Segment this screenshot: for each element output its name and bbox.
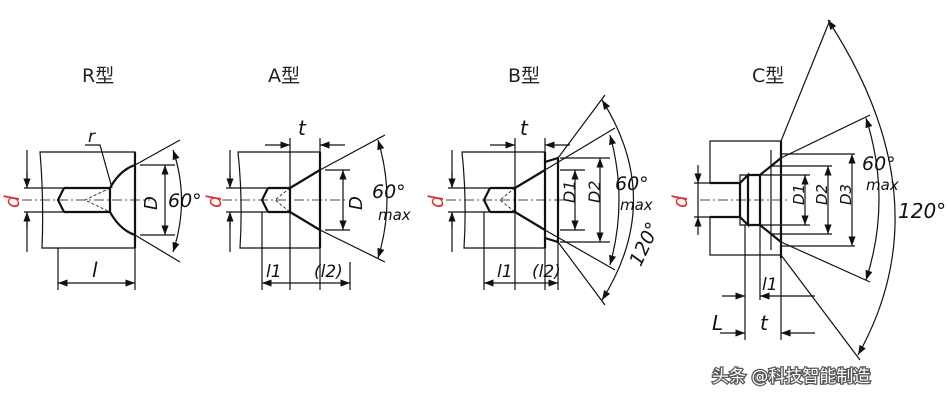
label-D1: D1 xyxy=(560,181,579,204)
type-b-figure: B型 t d D1 D2 60° max 120° l1 (l2) xyxy=(424,65,664,306)
label-D: D xyxy=(141,196,162,210)
title-a: A型 xyxy=(268,65,300,87)
label-60: 60° xyxy=(862,153,896,175)
label-D2: D2 xyxy=(585,181,604,204)
watermark: 头条 @科技智能制造 xyxy=(712,367,870,387)
label-r: r xyxy=(88,127,96,147)
label-l2: (l2) xyxy=(532,262,561,282)
label-l: l xyxy=(92,258,98,282)
label-D1: D1 xyxy=(790,184,808,205)
label-d: d xyxy=(202,195,226,208)
label-max: max xyxy=(866,176,899,194)
label-l2: (l2) xyxy=(314,262,343,282)
label-D2: D2 xyxy=(813,184,831,205)
type-c-figure: C型 d D1 D2 D3 60° max 120° l1 L t xyxy=(668,19,946,361)
label-120: 120° xyxy=(898,199,946,223)
label-60: 60° xyxy=(615,173,649,195)
label-d: d xyxy=(0,195,24,208)
label-l1: l1 xyxy=(762,275,778,295)
label-t: t xyxy=(520,116,529,140)
label-l1: l1 xyxy=(266,262,282,282)
label-L: L xyxy=(712,311,723,335)
label-60: 60° xyxy=(372,181,406,203)
type-a-figure: A型 t d D 60° max l1 (l2) xyxy=(202,65,411,290)
label-60: 60° xyxy=(168,190,202,212)
label-max: max xyxy=(620,196,653,214)
label-D3: D3 xyxy=(837,184,855,205)
label-t: t xyxy=(298,116,307,140)
type-r-figure: R型 r d D 60° l xyxy=(0,65,202,290)
label-l1: l1 xyxy=(497,262,513,282)
label-D: D xyxy=(346,196,367,210)
title-b: B型 xyxy=(508,65,540,87)
label-d: d xyxy=(424,195,448,208)
label-t: t xyxy=(760,311,769,335)
label-d: d xyxy=(668,195,692,208)
title-r: R型 xyxy=(82,65,114,87)
label-max: max xyxy=(378,206,411,224)
title-c: C型 xyxy=(752,65,784,87)
